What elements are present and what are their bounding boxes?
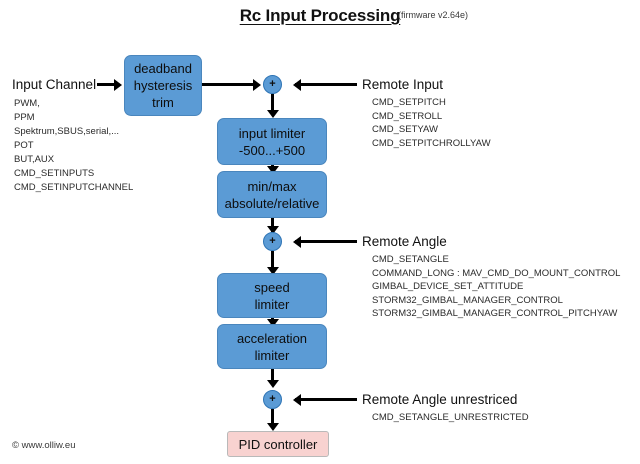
- connector-deadband-to-sum1: [202, 83, 255, 86]
- remote-input-heading: Remote Input: [362, 77, 444, 92]
- block-line: input limiter: [238, 125, 306, 141]
- arrowhead-right-icon: [114, 78, 122, 91]
- page-title: Rc Input Processing: [239, 6, 401, 25]
- arrowhead-down-icon: [266, 380, 279, 388]
- block-line: deadband: [134, 61, 192, 76]
- arrowhead-down-icon: [266, 110, 279, 118]
- block-line: absolute/relative: [224, 195, 320, 211]
- arrowhead-left-icon: [293, 235, 301, 248]
- list-item: STORM32_GIMBAL_MANAGER_CONTROL: [372, 294, 563, 306]
- block-minmax-absolute-relative: min/max absolute/relative: [217, 171, 327, 218]
- block-deadband-hysteresis-trim: deadband hysteresis trim: [124, 55, 202, 116]
- list-item: CMD_SETANGLE_UNRESTRICTED: [372, 412, 529, 423]
- list-item: GIMBAL_DEVICE_SET_ATTITUDE: [372, 281, 524, 292]
- firmware-version-label: (firmware v2.64e): [398, 10, 469, 20]
- connector-remoteangle-to-sum2: [295, 240, 357, 243]
- connector-accellimiter-to-sum3: [271, 369, 274, 384]
- list-item: CMD_SETINPUTS: [14, 168, 95, 179]
- remote-angle-heading: Remote Angle: [362, 234, 447, 249]
- block-line: speed: [254, 279, 290, 295]
- arrowhead-down-icon: [266, 226, 279, 234]
- connector-remoteinput-to-sum1: [295, 83, 357, 86]
- copyright-footer: © www.olliw.eu: [12, 440, 76, 451]
- list-item: Spektrum,SBUS,serial,...: [14, 126, 120, 137]
- block-line: trim: [152, 95, 174, 110]
- block-input-limiter: input limiter -500...+500: [217, 118, 327, 165]
- list-item: CMD_SETANGLE: [372, 254, 449, 265]
- list-item: STORM32_GIMBAL_MANAGER_CONTROL_PITCHYAW: [372, 308, 618, 319]
- list-item: COMMAND_LONG : MAV_CMD_DO_MOUNT_CONTROL: [372, 267, 621, 279]
- list-item: CMD_SETINPUTCHANNEL: [14, 182, 134, 193]
- input-channel-list: PWM, PPM Spektrum,SBUS,serial,... POT BU…: [14, 97, 133, 195]
- arrowhead-down-icon: [266, 267, 279, 275]
- arrowhead-down-icon: [266, 319, 279, 327]
- connector-inputchannel-to-deadband: [97, 83, 116, 86]
- connector-remoteangleunrestricted-to-sum3: [295, 398, 357, 401]
- connector-minmax-to-sum2: [271, 218, 274, 232]
- input-channel-heading: Input Channel: [12, 77, 97, 92]
- list-item: POT: [14, 140, 34, 151]
- block-acceleration-limiter: acceleration limiter: [217, 324, 327, 369]
- sum-junction-1: +: [263, 75, 282, 94]
- list-item: CMD_SETPITCH: [372, 97, 446, 108]
- block-speed-limiter: speed limiter: [217, 273, 327, 318]
- block-line: -500...+500: [238, 142, 306, 158]
- connector-sum1-to-inputlimiter: [271, 94, 274, 112]
- arrowhead-down-icon: [266, 166, 279, 174]
- remote-angle-list: CMD_SETANGLE COMMAND_LONG : MAV_CMD_DO_M…: [372, 253, 620, 321]
- list-item: PPM: [14, 112, 35, 123]
- list-item: BUT,AUX: [14, 154, 55, 165]
- list-item: CMD_SETYAW: [372, 124, 438, 135]
- arrowhead-right-icon: [253, 78, 261, 91]
- block-line: limiter: [254, 296, 290, 312]
- block-line: hysteresis: [133, 78, 193, 93]
- block-line: limiter: [254, 347, 290, 363]
- sum-junction-3: +: [263, 390, 282, 409]
- block-line: min/max: [247, 178, 297, 194]
- list-item: PWM,: [14, 98, 40, 109]
- arrowhead-left-icon: [293, 393, 301, 406]
- list-item: CMD_SETPITCHROLLYAW: [372, 137, 491, 149]
- remote-angle-unrestricted-heading: Remote Angle unrestriced: [362, 392, 518, 407]
- block-pid-controller: PID controller: [227, 431, 329, 457]
- arrowhead-left-icon: [293, 78, 301, 91]
- connector-sum2-to-speedlimiter: [271, 251, 274, 269]
- connector-sum3-to-pid: [271, 409, 274, 426]
- arrowhead-down-icon: [266, 423, 279, 431]
- remote-angle-unrestricted-list: CMD_SETANGLE_UNRESTRICTED: [372, 411, 529, 425]
- list-item: CMD_SETROLL: [372, 110, 443, 122]
- remote-input-list: CMD_SETPITCH CMD_SETROLL CMD_SETYAW CMD_…: [372, 96, 491, 150]
- block-line: acceleration: [236, 330, 308, 346]
- sum-junction-2: +: [263, 232, 282, 251]
